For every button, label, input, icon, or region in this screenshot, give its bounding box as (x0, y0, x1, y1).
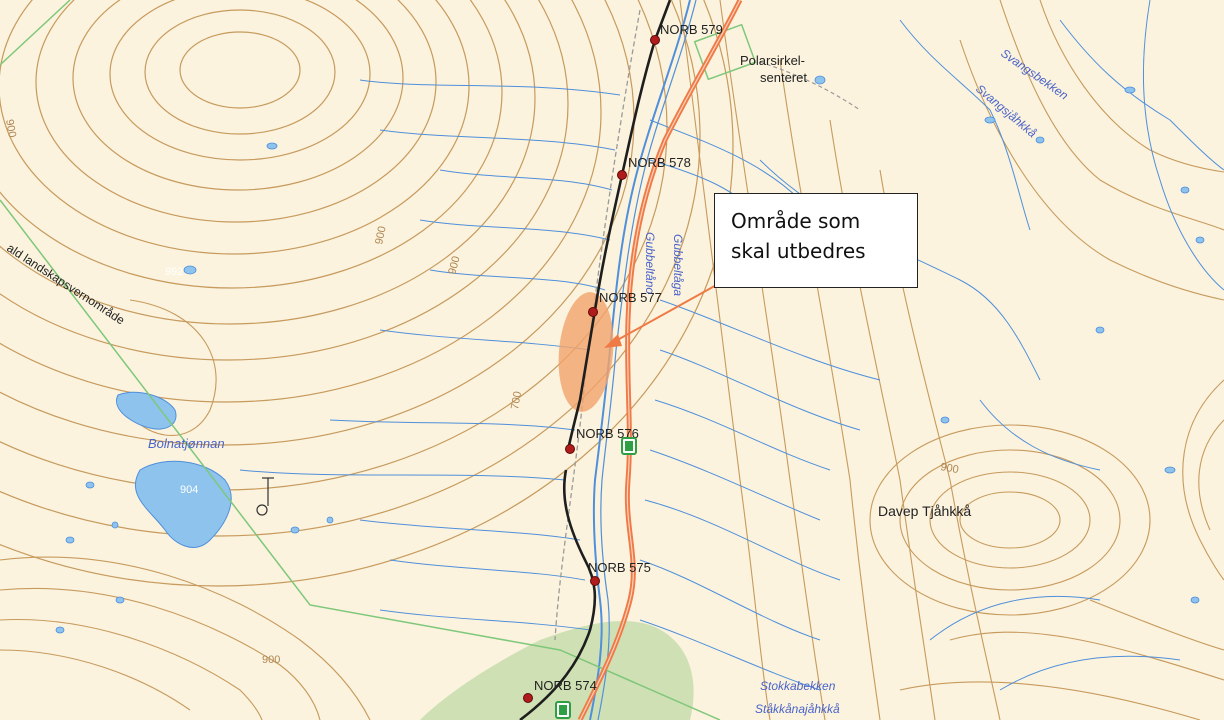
marker-norb579[interactable] (650, 35, 660, 45)
callout-line-2: skal utbedres (731, 239, 866, 263)
callout-line-1: Område som (731, 209, 861, 233)
elevation-904: 904 (180, 484, 198, 496)
road-shield-icon (621, 437, 637, 455)
elevation-900-c: 900 (446, 255, 462, 276)
callout-box: Område som skal utbedres (714, 193, 918, 288)
railway-north (566, 0, 672, 451)
bolnatjonnan-label: Bolnatjønnan (148, 436, 225, 451)
forest-area (420, 620, 694, 720)
improvement-area (558, 292, 614, 412)
railway-south (519, 469, 597, 720)
norb575-label: NORB 575 (588, 560, 651, 575)
norb579-label: NORB 579 (660, 22, 723, 37)
marker-norb576[interactable] (565, 444, 575, 454)
gubbeltaga-label: Gubbeltåga (671, 234, 685, 296)
callout-arrow (604, 282, 721, 348)
marker-norb574[interactable] (523, 693, 533, 703)
ponds (55, 75, 1205, 634)
norb578-label: NORB 578 (628, 155, 691, 170)
elevation-900-a: 900 (3, 118, 18, 138)
norb577-label: NORB 577 (599, 290, 662, 305)
elevation-900-d: 900 (262, 654, 280, 666)
marker-norb575[interactable] (590, 576, 600, 586)
river-bank (597, 0, 697, 720)
elevation-700: 700 (509, 390, 524, 410)
elevation-992: 992 (165, 266, 183, 278)
elevation-900-e: 900 (939, 461, 959, 476)
elevation-labels: 900 992 904 900 900 700 900 900 (3, 118, 960, 666)
elevation-900-b: 900 (373, 225, 389, 245)
road-centerline (579, 0, 741, 720)
marker-norb577[interactable] (588, 307, 598, 317)
southwest-contours (0, 299, 371, 720)
stokkabekken-label: Stokkabekken (760, 679, 836, 693)
road-shield-icon (555, 701, 571, 719)
marker-norb578[interactable] (617, 170, 627, 180)
gubbeltano-label: Gubbeltåno (643, 232, 657, 294)
polarsirkel-label-1: Polarsirkel- (740, 53, 805, 68)
river (589, 0, 691, 720)
lake-bolnatjonnan (134, 460, 232, 548)
memorial-icon (256, 477, 274, 516)
norb-marker-points (523, 35, 660, 703)
trail-east (759, 61, 861, 111)
davep-label: Davep Tjåhkkå (878, 503, 971, 519)
norb574-label: NORB 574 (534, 678, 597, 693)
stakkanajahkka-label: Ståkkånajåhkkå (755, 702, 840, 716)
east-contours (679, 0, 1224, 720)
boundary-lines (0, 0, 757, 720)
polarsirkel-label-2: senteret (760, 70, 807, 85)
